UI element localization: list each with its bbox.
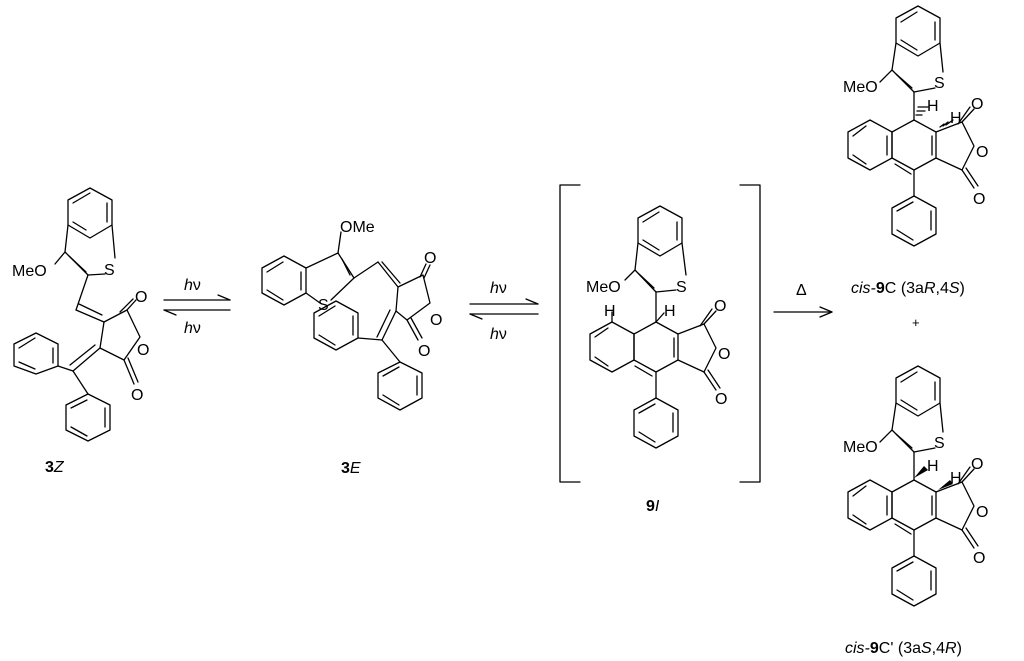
ring-oxygen: O (430, 312, 442, 329)
carbonyl-oxygen: O (971, 96, 983, 113)
carbonyl-oxygen: O (135, 289, 147, 306)
methoxy-label: MeO (843, 439, 878, 456)
heat-symbol: Δ (796, 282, 807, 299)
ring-oxygen: O (976, 144, 988, 161)
carbonyl-oxygen: O (131, 387, 143, 404)
photo-label: hν (490, 280, 507, 297)
hydrogen-atom: H (950, 470, 962, 487)
hydrogen-atom: H (927, 98, 939, 115)
compound-cis-9C: S MeO H H O O O cis-9C (3aR,4S) (843, 5, 988, 297)
sulfur-atom: S (318, 297, 329, 314)
compound-label-3Z: 3Z (45, 459, 65, 476)
sulfur-atom: S (934, 435, 945, 452)
hydrogen-atom: H (950, 110, 962, 127)
carbonyl-oxygen: O (714, 298, 726, 315)
hydrogen-atom: H (664, 303, 676, 320)
hydrogen-atom: H (604, 303, 616, 320)
carbonyl-oxygen: O (971, 456, 983, 473)
hydrogen-atom: H (927, 458, 939, 475)
carbonyl-oxygen: O (973, 191, 985, 208)
photo-label: hν (184, 277, 201, 294)
photo-label: hν (184, 320, 201, 337)
equilibrium-arrow-2: hν hν (469, 280, 539, 343)
compound-cis-9C-prime: S MeO H H O O O cis-9C' (3aS,4R) (843, 365, 988, 657)
methoxy-label: OMe (340, 219, 375, 236)
compound-9I: S MeO H H O O O 9I (559, 184, 761, 515)
thermal-arrow: Δ (773, 282, 833, 318)
compound-label-9I: 9I (646, 498, 660, 515)
compound-label-3E: 3E (341, 460, 361, 477)
compound-label-cis-9C-prime: cis-9C' (3aS,4R) (845, 640, 962, 657)
equilibrium-arrow-1: hν hν (163, 277, 231, 337)
photo-label: hν (490, 326, 507, 343)
carbonyl-oxygen: O (715, 391, 727, 408)
carbonyl-oxygen: O (973, 550, 985, 567)
plus-sign: + (912, 315, 920, 330)
methoxy-label: MeO (843, 79, 878, 96)
methoxy-label: MeO (586, 279, 621, 296)
sulfur-atom: S (676, 279, 687, 296)
ring-oxygen: O (137, 342, 149, 359)
compound-3Z: S MeO O O O 3Z (12, 187, 149, 476)
carbonyl-oxygen: O (424, 250, 436, 267)
ring-oxygen: O (718, 346, 730, 363)
sulfur-atom: S (934, 75, 945, 92)
carbonyl-oxygen: O (418, 343, 430, 360)
methoxy-label: MeO (12, 263, 47, 280)
sulfur-atom: S (104, 262, 115, 279)
ring-oxygen: O (976, 504, 988, 521)
compound-label-cis-9C: cis-9C (3aR,4S) (851, 280, 965, 297)
compound-3E: S OMe O O O 3E (261, 219, 442, 477)
